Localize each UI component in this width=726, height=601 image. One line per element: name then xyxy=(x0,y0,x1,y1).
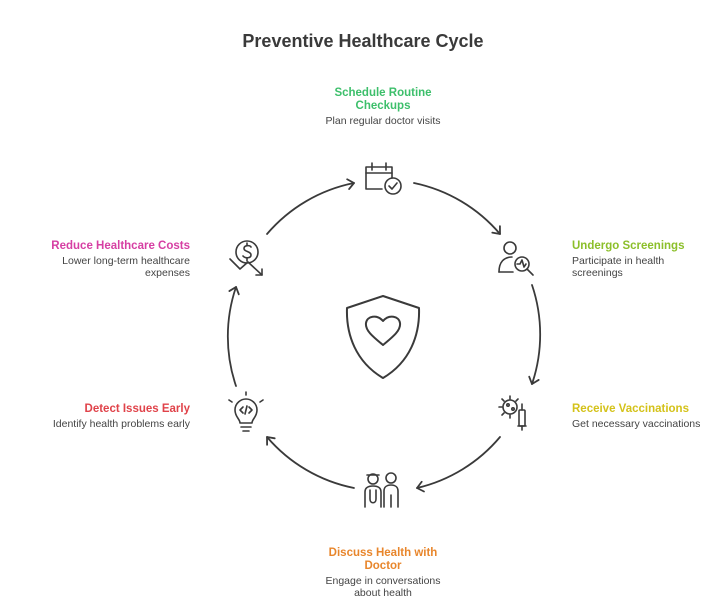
step-title: Undergo Screenings xyxy=(572,240,685,252)
step-title: Schedule Routine Checkups xyxy=(334,87,432,112)
step-description: Plan regular doctor visits xyxy=(325,115,441,127)
doctor-patient-icon xyxy=(364,472,399,508)
step-description: Participate in health screenings xyxy=(572,255,665,279)
arc-detect-to-reduce xyxy=(226,286,240,387)
person-magnifier-icon xyxy=(498,241,534,276)
diagram-title: Preventive Healthcare Cycle xyxy=(242,31,484,51)
virus-syringe-icon xyxy=(498,395,527,431)
step-reduce-costs: Reduce Healthcare Costs Lower long-term … xyxy=(30,240,190,279)
step-undergo-screenings: Undergo Screenings Participate in health… xyxy=(572,240,722,279)
step-detect-issues: Detect Issues Early Identify health prob… xyxy=(30,403,190,430)
shield-heart-icon xyxy=(345,295,421,379)
arc-discuss-to-detect xyxy=(266,436,355,489)
arc-vaccinations-to-discuss xyxy=(416,436,501,493)
step-description: Get necessary vaccinations xyxy=(572,418,701,430)
step-title: Receive Vaccinations xyxy=(572,403,689,415)
calendar-check-icon xyxy=(365,162,402,195)
step-discuss-health: Discuss Health with Doctor Engage in con… xyxy=(298,547,468,599)
step-title: Reduce Healthcare Costs xyxy=(51,240,190,252)
step-receive-vaccinations: Receive Vaccinations Get necessary vacci… xyxy=(572,403,722,430)
step-title: Discuss Health with Doctor xyxy=(328,547,438,572)
arc-screenings-to-vaccinations xyxy=(528,284,542,385)
step-description: Lower long-term healthcare expenses xyxy=(62,255,190,279)
lightbulb-code-icon xyxy=(228,391,264,432)
step-description: Identify health problems early xyxy=(52,418,190,430)
arc-checkups-to-screenings xyxy=(413,182,501,235)
arc-reduce-to-checkups xyxy=(266,178,355,235)
step-title: Detect Issues Early xyxy=(84,403,190,415)
step-schedule-checkups: Schedule Routine Checkups Plan regular d… xyxy=(298,87,468,127)
dollar-down-icon xyxy=(229,240,263,276)
step-description: Engage in conversations about health xyxy=(325,575,441,599)
